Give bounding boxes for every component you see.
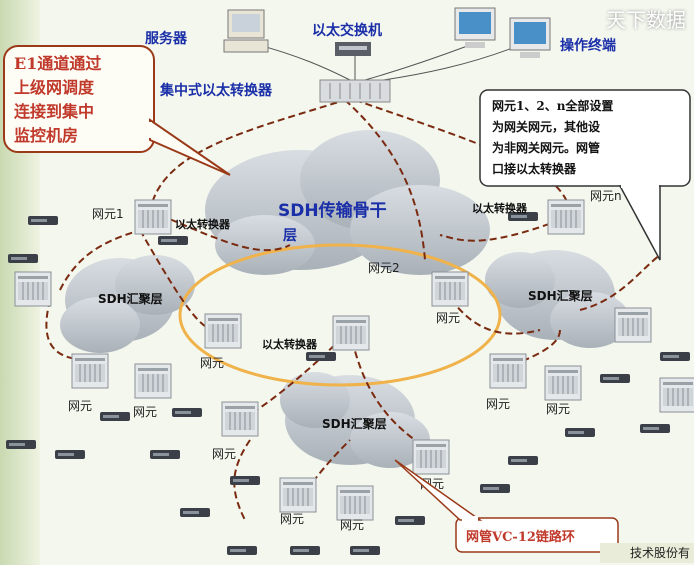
ne-label: 网元 xyxy=(280,512,304,526)
terminal-label: 操作终端 xyxy=(560,37,616,54)
sdh-backbone-cloud xyxy=(205,130,490,275)
sdh-agg-label-bottom: SDH汇聚层 xyxy=(322,417,387,431)
sdh-agg-label-right: SDH汇聚层 xyxy=(528,289,593,303)
e1-callout-line: 连接到集中 xyxy=(14,102,95,121)
sdh-agg-cloud-bottom xyxy=(280,372,430,468)
gateway-callout-text: 网元1、2、n全部设置 为网关网元，其他设 为非网关网元。网管 口接以太转换器 xyxy=(492,96,613,180)
sdh-backbone-label-2: 层 xyxy=(283,228,297,244)
gateway-callout-line: 为非网关网元。网管 xyxy=(492,141,601,155)
server-icon xyxy=(223,9,269,53)
e1-callout-balloon xyxy=(3,45,231,176)
e1-callout-line: 监控机房 xyxy=(14,126,79,145)
ne-label: 网元 xyxy=(546,402,570,416)
watermark: 天下数据 xyxy=(606,8,686,32)
e1-callout-text: E1通道通过 上级网调度 连接到集中 监控机房 xyxy=(14,52,101,148)
e1-callout-line: E1通道通过 xyxy=(14,54,102,73)
ne-label: 网元 xyxy=(436,311,460,325)
converter-label-2: 以太转换器 xyxy=(262,337,318,351)
ne-label: 网元 xyxy=(68,399,92,413)
vc12-callout-balloon xyxy=(394,459,619,553)
sdh-agg-label-left: SDH汇聚层 xyxy=(98,292,163,306)
central-converter-label: 集中式以太转换器 xyxy=(159,82,273,99)
vc12-ring xyxy=(178,243,502,387)
ne-label: 网元 xyxy=(486,397,510,411)
ne2-label: 网元2 xyxy=(368,261,400,275)
ne-label: 网元 xyxy=(340,518,364,532)
sdh-agg-cloud-right xyxy=(485,250,630,348)
e1-callout-line: 上级网调度 xyxy=(14,78,95,97)
sdh-agg-cloud-left xyxy=(60,255,195,353)
central-converter-icon xyxy=(319,79,391,103)
sdh-backbone-label: SDH传输骨干 xyxy=(278,200,387,221)
ne1-label: 网元1 xyxy=(92,207,124,221)
nen-label: 网元n xyxy=(590,189,622,203)
vc12-callout-text: 网管VC-12链路环 xyxy=(466,530,575,545)
gateway-callout-line: 为网关网元，其他设 xyxy=(492,120,601,134)
gateway-callout-line: 口接以太转换器 xyxy=(492,162,577,176)
monitor-icon xyxy=(454,7,496,48)
ne-label: 网元 xyxy=(200,356,224,370)
converter-label-1: 以太转换器 xyxy=(175,217,231,231)
gateway-callout-line: 网元1、2、n全部设置 xyxy=(492,99,614,113)
converter-label-n: 以太转换器 xyxy=(472,201,528,215)
ne-label: 网元 xyxy=(133,405,157,419)
ne-label: 网元 xyxy=(212,447,236,461)
gateway-callout-balloon xyxy=(479,89,691,261)
monitor-icon xyxy=(509,17,551,58)
switch-icon xyxy=(335,42,371,56)
footer-note: 技术股份有 xyxy=(600,543,694,563)
server-label: 服务器 xyxy=(145,30,188,47)
switch-label: 以太交换机 xyxy=(312,22,382,39)
